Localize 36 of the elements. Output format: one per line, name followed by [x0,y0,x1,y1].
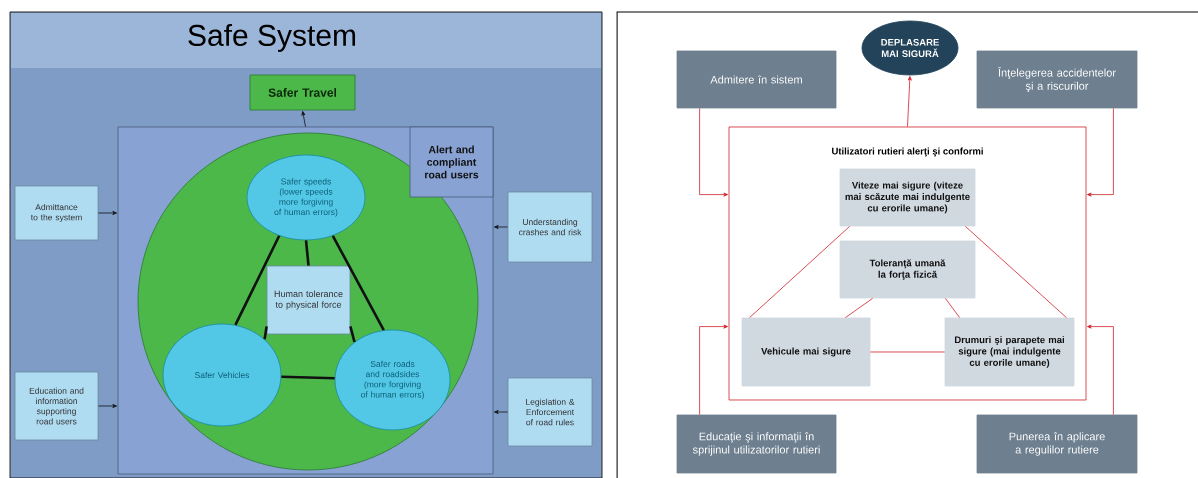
connector-line [845,298,873,318]
arrow [494,410,508,414]
connector-line [331,235,385,331]
core-box: Human tolerance to physical force [266,265,351,335]
input-box: Punerea în aplicare a regulilor rutiere [976,414,1138,474]
core-box: Toleranţă umană la forţa fizică [839,240,976,299]
arrow [699,324,728,415]
input-box: Understanding crashes and risk [507,191,593,263]
pillar-box: Drumuri şi parapete mai sigure (mai indulgente cu erorile umane) [944,317,1075,387]
connector-line [870,351,945,353]
arrow [1087,108,1114,197]
user-box: Alert and compliant road users [409,126,494,198]
input-box: Legislation & Enforcement of road rules [507,377,593,447]
input-box: Admittance to the system [14,185,99,241]
connector-line [749,226,850,318]
connector-line [945,298,960,318]
outcome-box: Safer Travel [249,74,356,111]
arrow [699,108,728,197]
input-box: Education and information supporting road users [14,371,99,441]
arrow [98,404,117,408]
arrow [301,111,306,127]
arrow [1087,324,1114,415]
input-box: Educaţie şi informaţii în sprijinul utilizatorilor rutieri [676,414,837,474]
connector-line [234,235,281,326]
input-box: Admitere în sistem [676,50,837,109]
pillar-box: Viteze mai sigure (viteze mai scăzute mai indulgente cu erorile umane) [839,168,976,227]
pillar-box: Vehicule mai sigure [741,317,871,387]
arrow [494,225,508,229]
arrow [98,211,117,215]
arrow [907,76,912,127]
connector-line [965,226,1067,318]
connector-line [263,326,268,340]
input-box: Înţelegerea accidentelor şi a riscurilor [976,50,1138,109]
connector-line [281,375,335,380]
connector-line [349,326,356,343]
connector-line [304,240,310,266]
